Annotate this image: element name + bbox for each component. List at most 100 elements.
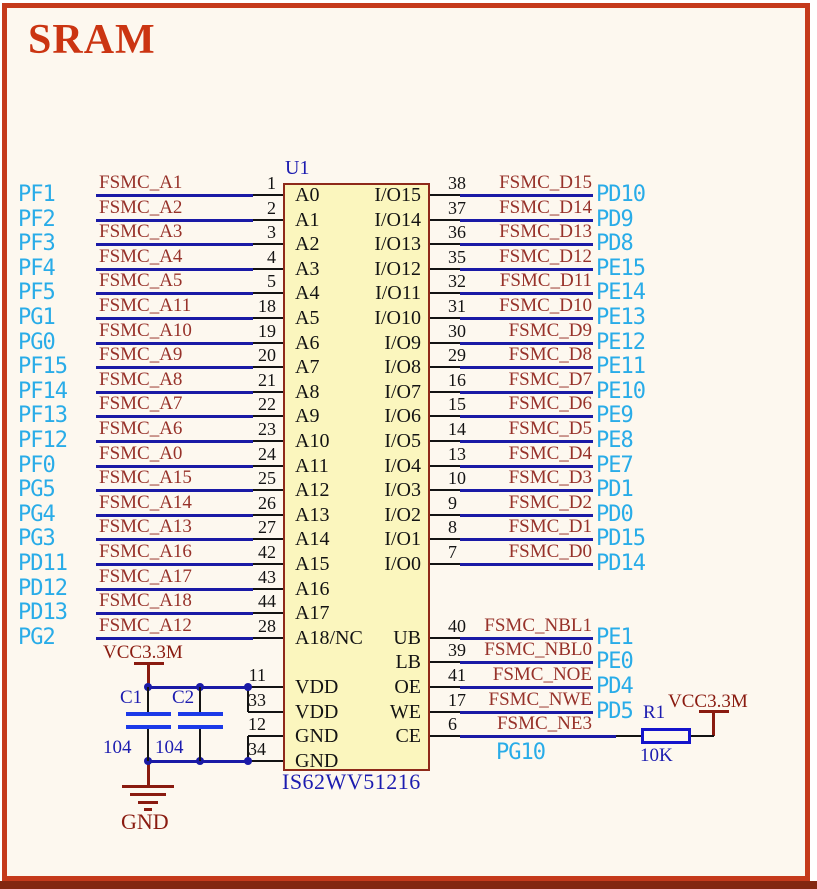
port-label: PD4 [596, 674, 634, 699]
chip-pin-name: A1 [295, 208, 320, 231]
net-label: FSMC_D8 [508, 344, 592, 366]
net-label: FSMC_A7 [99, 393, 183, 415]
net-label-pg10: PG10 [496, 740, 546, 765]
wire [460, 415, 593, 419]
pin-stub [253, 440, 283, 442]
wire [96, 218, 253, 222]
pin-stub [430, 661, 460, 664]
capacitor-lead [147, 687, 149, 712]
net-label: FSMC_D14 [499, 196, 592, 218]
wire [460, 267, 593, 271]
capacitor-designator: C1 [120, 687, 143, 708]
wire [460, 341, 593, 345]
pin-stub [430, 538, 460, 541]
port-label: PE9 [596, 403, 634, 429]
net-label: FSMC_A15 [99, 467, 192, 489]
pin-number: 17 [448, 689, 466, 710]
capacitor-lead [147, 729, 149, 761]
resistor-designator: R1 [643, 702, 666, 723]
pin-stub [253, 267, 283, 270]
port-label: PG4 [18, 501, 56, 527]
pin-stub [430, 563, 460, 565]
wire [96, 341, 253, 345]
chip-pin-name: A7 [295, 356, 320, 379]
vcc-label-right: VCC3.3M [668, 691, 748, 712]
pin-number: 42 [258, 542, 276, 562]
net-label: FSMC_A10 [99, 319, 192, 341]
pin-stub [430, 489, 460, 492]
wire [460, 636, 593, 640]
vcc-symbol-bar-left [134, 662, 164, 665]
chip-pin-name: A17 [295, 602, 330, 625]
net-label: FSMC_A12 [99, 614, 192, 636]
pin-number: 2 [267, 197, 276, 218]
chip-pin-name: A8 [295, 380, 320, 403]
net-label: FSMC_A16 [99, 541, 192, 562]
pin-stub [430, 194, 460, 196]
net-label: FSMC_A0 [99, 442, 183, 464]
net-label: FSMC_A6 [99, 418, 183, 439]
wire [460, 194, 593, 197]
pin-number: 28 [258, 615, 276, 636]
chip-part-number: IS62WV51216 [282, 769, 421, 794]
pin-stub [430, 390, 460, 393]
chip-pin-name: A16 [295, 577, 330, 600]
junction-dot [244, 683, 252, 691]
port-label: PD10 [596, 182, 646, 207]
wire [460, 218, 593, 222]
pin-number: 18 [258, 296, 276, 316]
pin-stub [430, 415, 460, 418]
pin-stub [253, 341, 283, 344]
chip-pin-name: I/O11 [375, 282, 421, 305]
junction-dot [244, 756, 252, 765]
pin-number: 38 [448, 173, 466, 193]
wire [460, 513, 593, 517]
pin-stub [253, 563, 283, 565]
wire [460, 710, 593, 714]
port-label: PD13 [18, 600, 68, 626]
wire [460, 243, 593, 247]
port-label: PG5 [18, 477, 56, 503]
chip-pin-name: I/O5 [384, 430, 421, 452]
pin-number: 15 [448, 394, 466, 415]
wire [460, 538, 593, 542]
net-label: FSMC_A4 [99, 245, 183, 267]
net-label: FSMC_NE3 [496, 713, 592, 735]
net-label: FSMC_D12 [499, 245, 592, 267]
wire [96, 587, 253, 591]
port-label: PF0 [18, 452, 56, 478]
net-label: FSMC_A8 [99, 368, 183, 390]
chip-pin-name: WE [389, 700, 421, 723]
pin-number: 4 [267, 246, 276, 267]
pin-number: 33 [248, 689, 266, 710]
wire [96, 513, 253, 517]
port-label: PD15 [596, 526, 646, 552]
port-label: PF1 [18, 182, 56, 207]
chip-pin-name: A18/NC [295, 626, 363, 649]
port-label: PE15 [596, 255, 646, 281]
vcc-symbol-stem-right [712, 713, 715, 736]
port-label: PE11 [596, 354, 646, 380]
pin-stub [248, 710, 283, 713]
pin-number: 21 [258, 369, 276, 390]
net-label: FSMC_D15 [499, 172, 592, 193]
port-label: PE12 [596, 329, 646, 355]
chip-pin-name: I/O2 [384, 503, 421, 526]
chip-pin-name: I/O1 [384, 528, 421, 551]
port-label: PD9 [596, 206, 634, 232]
chip-pin-name: GND [295, 749, 339, 772]
chip-pin-name: I/O13 [374, 233, 421, 256]
port-label: PE0 [596, 649, 634, 675]
chip-pin-name: I/O0 [384, 553, 421, 575]
pin-number: 10 [448, 468, 466, 489]
pin-number: 16 [448, 369, 466, 390]
pin-stub [430, 292, 460, 295]
pin-number: 12 [248, 714, 266, 735]
pin-stub [430, 464, 460, 467]
pin-number: 43 [258, 566, 276, 587]
port-label: PE8 [596, 428, 634, 453]
wire [460, 563, 593, 566]
chip-pin-name: I/O3 [384, 479, 421, 502]
wire [96, 612, 253, 616]
chip-pin-name: VDD [295, 676, 339, 698]
